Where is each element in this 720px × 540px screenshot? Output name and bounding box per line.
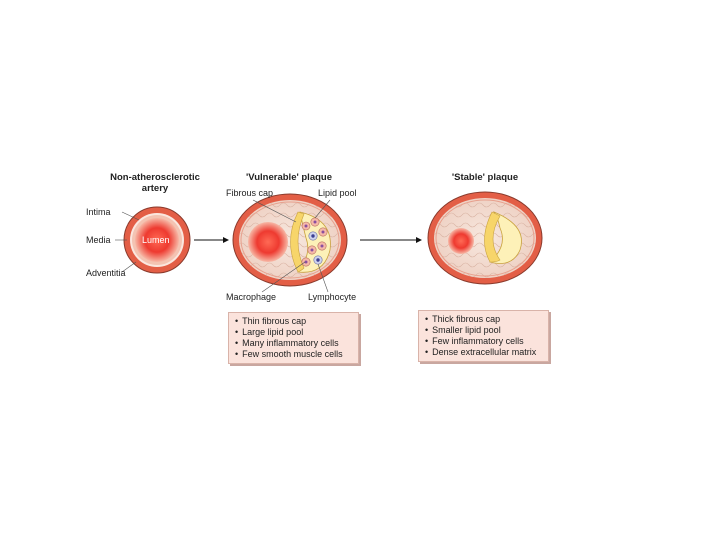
vulnerable-lumen bbox=[248, 222, 288, 262]
stable-features-box: Thick fibrous cap Smaller lipid pool Few… bbox=[418, 310, 549, 362]
stable-feature-item: Smaller lipid pool bbox=[425, 325, 542, 336]
arrow-normal-to-vulnerable bbox=[194, 237, 229, 243]
intima-label: Intima bbox=[86, 207, 111, 217]
stable-plaque bbox=[427, 191, 543, 285]
vulnerable-plaque-title: 'Vulnerable' plaque bbox=[246, 172, 332, 183]
lumen-circle bbox=[135, 218, 179, 262]
vulnerable-feature-item: Few smooth muscle cells bbox=[235, 349, 352, 360]
lymphocyte-label: Lymphocyte bbox=[308, 292, 357, 302]
stable-lumen bbox=[448, 228, 474, 254]
fibrous-cap-label: Fibrous cap bbox=[226, 188, 274, 198]
lumen-label: Lumen bbox=[142, 235, 170, 245]
vulnerable-features-box: Thin fibrous cap Large lipid pool Many i… bbox=[228, 312, 359, 364]
vulnerable-fibrous-cap bbox=[290, 211, 305, 273]
media-label: Media bbox=[86, 235, 111, 245]
normal-artery bbox=[115, 206, 191, 274]
inflammatory-cells bbox=[301, 217, 328, 267]
vulnerable-feature-item: Many inflammatory cells bbox=[235, 338, 352, 349]
arrow-vulnerable-to-stable bbox=[360, 237, 422, 243]
stable-feature-item: Dense extracellular matrix bbox=[425, 347, 542, 358]
stable-plaque-title: 'Stable' plaque bbox=[451, 172, 519, 183]
normal-artery-title: Non-atherosclerotic artery bbox=[110, 172, 200, 194]
stable-feature-item: Few inflammatory cells bbox=[425, 336, 542, 347]
stable-fibrous-cap bbox=[484, 211, 501, 263]
vulnerable-feature-item: Thin fibrous cap bbox=[235, 316, 352, 327]
lipid-pool-label: Lipid pool bbox=[318, 188, 357, 198]
adventitia-label: Adventitia bbox=[86, 268, 126, 278]
stable-feature-item: Thick fibrous cap bbox=[425, 314, 542, 325]
macrophage-label: Macrophage bbox=[226, 292, 277, 302]
vulnerable-feature-item: Large lipid pool bbox=[235, 327, 352, 338]
vulnerable-plaque bbox=[232, 193, 348, 293]
